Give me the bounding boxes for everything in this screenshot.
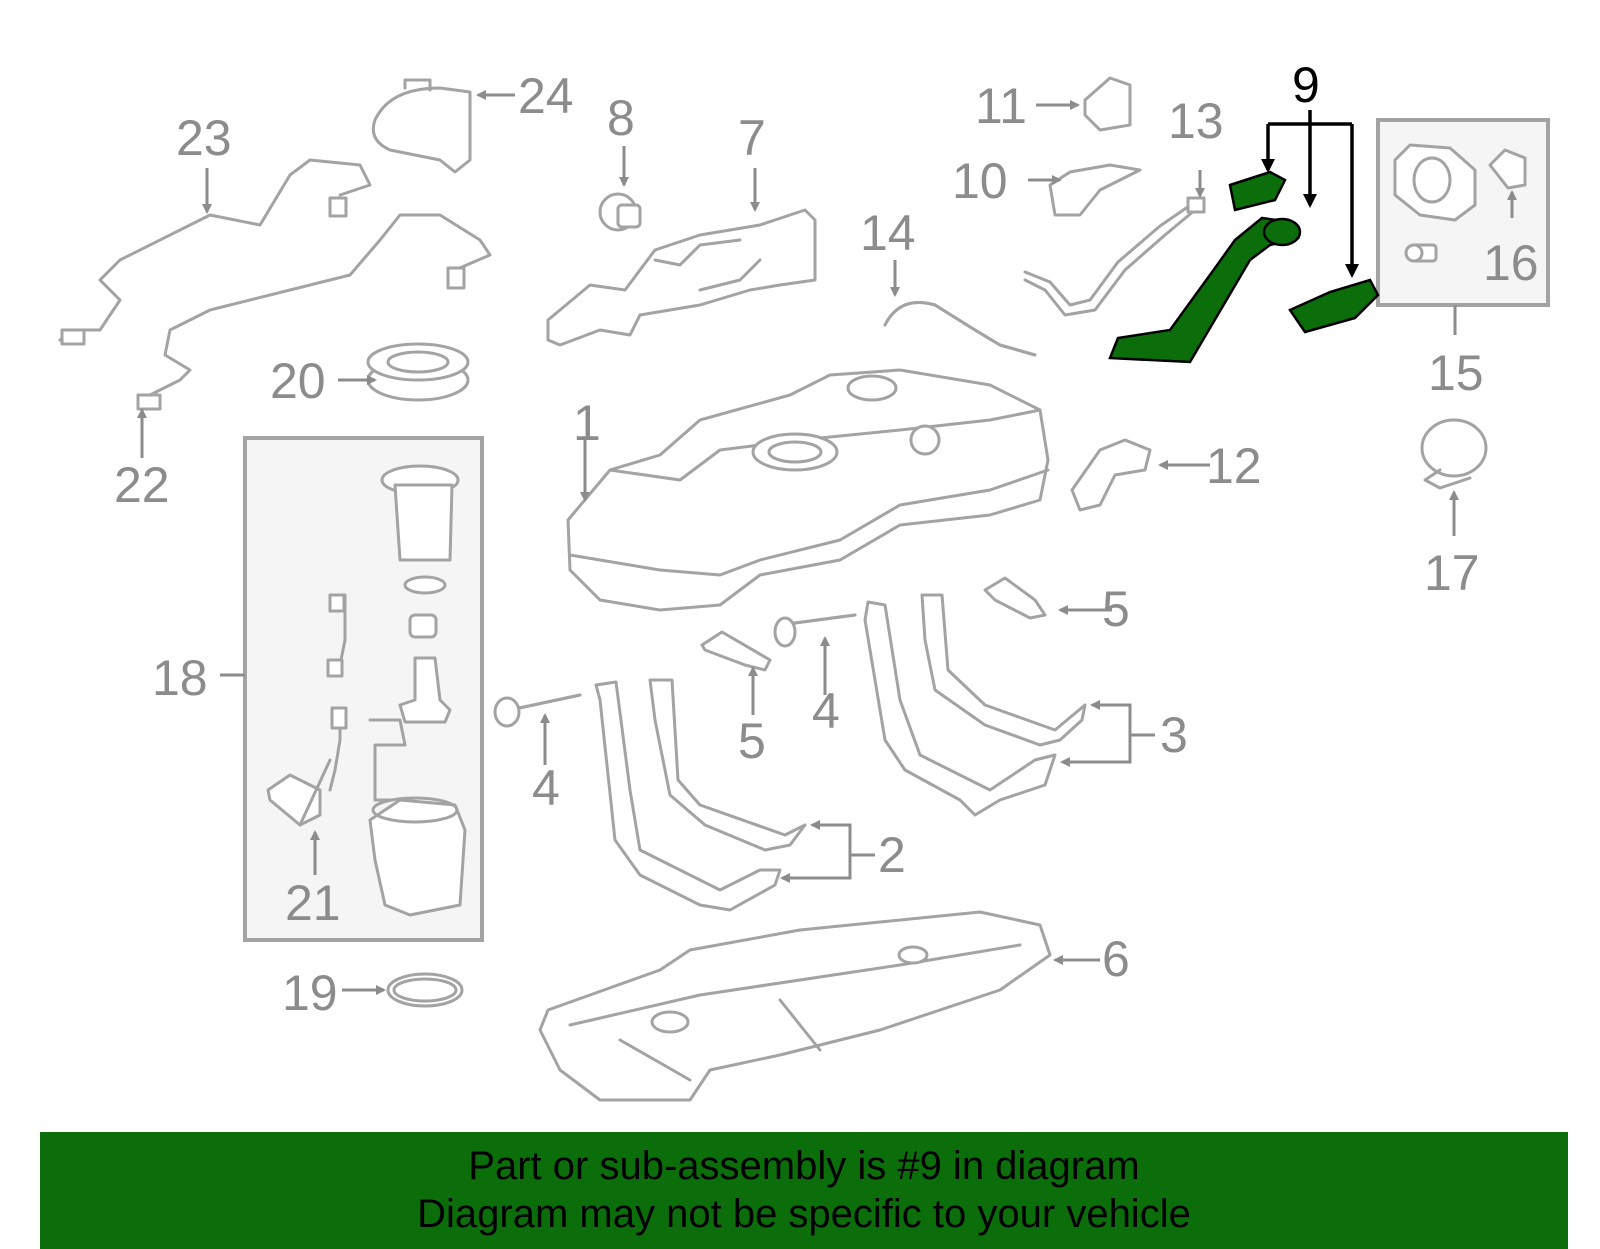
- spacer-part-5-right: [983, 576, 1047, 620]
- banner-line-1: Part or sub-assembly is #9 in diagram: [468, 1144, 1140, 1188]
- callout-3: 3: [1160, 707, 1188, 763]
- bolt-part-4-upper: [773, 613, 857, 648]
- cover-part-24: [371, 78, 472, 174]
- callout-14: 14: [860, 205, 916, 261]
- callout-4-upper: 4: [812, 683, 840, 739]
- fuel-pump-assembly-part-18: [326, 464, 467, 917]
- callout-12: 12: [1206, 438, 1262, 494]
- bracket-part-12: [1070, 438, 1152, 512]
- fuel-tank-part-1: [566, 368, 1050, 612]
- callout-15: 15: [1428, 345, 1484, 401]
- callout-21: 21: [285, 875, 341, 931]
- filler-protector-upper: [1228, 170, 1287, 212]
- harness-part-23: [58, 158, 372, 346]
- callout-23: 23: [176, 110, 232, 166]
- harness-part-22: [136, 213, 492, 411]
- sender-gauge-part-21: [266, 758, 332, 827]
- filler-protector-lower: [1288, 278, 1380, 334]
- skid-plate-part-6: [538, 910, 1052, 1102]
- hinge-part-16: [1488, 148, 1527, 190]
- vent-tube-part-13: [1023, 196, 1206, 317]
- leader-lines: [137, 90, 1517, 995]
- callout-10: 10: [952, 153, 1008, 209]
- callout-16: 16: [1483, 235, 1539, 291]
- straps-part-3: [863, 593, 1087, 817]
- bracket-part-11: [1083, 76, 1132, 132]
- callout-20: 20: [270, 353, 326, 409]
- hose-part-14: [883, 301, 1037, 357]
- callout-8: 8: [607, 90, 635, 146]
- callout-24: 24: [518, 68, 574, 124]
- callout-2: 2: [878, 827, 906, 883]
- callout-11: 11: [975, 78, 1027, 134]
- callout-6: 6: [1102, 931, 1130, 987]
- callout-1: 1: [573, 395, 601, 451]
- straps-part-2: [594, 678, 807, 912]
- callout-9: 9: [1292, 57, 1320, 113]
- filler-neck-part-9: [1108, 170, 1380, 364]
- clip-part-8: [598, 192, 642, 232]
- callout-5-lower: 5: [738, 713, 766, 769]
- protector-part-7: [546, 208, 817, 347]
- callout-labels: 1 2 3 4 4 5 5 6 7 8 9 10 11 12 13 14 15 …: [114, 57, 1539, 1021]
- bolt-part-4-lower: [493, 693, 582, 728]
- lock-ring-part-20: [366, 342, 470, 402]
- callout-22: 22: [114, 457, 170, 513]
- callout-5-upper: 5: [1102, 581, 1130, 637]
- callout-7: 7: [738, 110, 766, 166]
- fuel-door-part-15: [1393, 143, 1477, 263]
- fuel-cap-part-17: [1420, 418, 1488, 490]
- spacer-part-5-left: [700, 630, 772, 672]
- callout-13: 13: [1168, 93, 1224, 149]
- callout-17: 17: [1424, 545, 1480, 601]
- gasket-part-19: [386, 972, 464, 1008]
- callout-18: 18: [152, 650, 208, 706]
- info-banner: Part or sub-assembly is #9 in diagram Di…: [40, 1132, 1568, 1249]
- bracket-part-10: [1048, 163, 1142, 217]
- leader-lines-part-9: [1261, 110, 1359, 278]
- callout-4-lower: 4: [532, 760, 560, 816]
- banner-line-2: Diagram may not be specific to your vehi…: [417, 1192, 1191, 1236]
- callout-19: 19: [282, 965, 338, 1021]
